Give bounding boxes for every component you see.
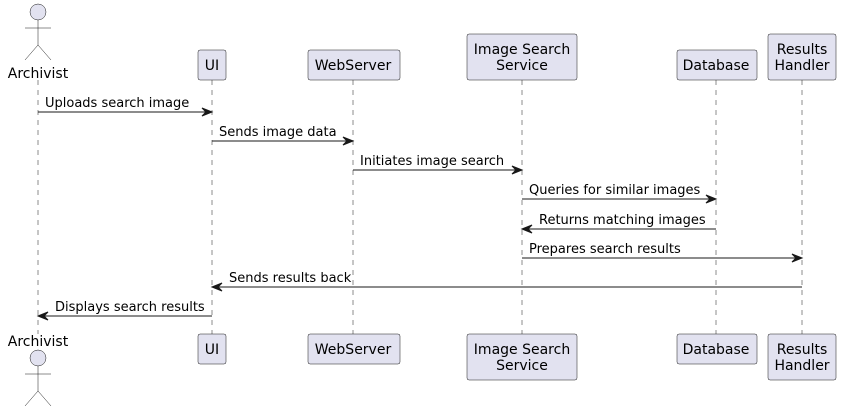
participant-label: WebServer bbox=[315, 58, 392, 74]
participant-label: Results bbox=[777, 342, 828, 358]
participant-label: Handler bbox=[774, 358, 829, 374]
message-initiates-image-search: Initiates image search bbox=[353, 154, 524, 175]
participant-label: Image Search bbox=[474, 342, 570, 358]
message-displays-search-results: Displays search results bbox=[36, 300, 212, 321]
participant-label: Handler bbox=[774, 58, 829, 74]
message-label: Queries for similar images bbox=[529, 183, 701, 198]
participant-box bbox=[197, 49, 227, 81]
message-sends-image-data: Sends image data bbox=[212, 125, 355, 146]
message-queries-for-similar-images: Queries for similar images bbox=[522, 183, 718, 204]
participant-ui-bottom: UI bbox=[197, 333, 227, 365]
participant-label: UI bbox=[205, 342, 219, 358]
arrowhead-icon bbox=[705, 194, 718, 204]
arrowhead-icon bbox=[520, 224, 533, 234]
message-label: Sends results back bbox=[229, 271, 352, 286]
message-sends-results-back: Sends results back bbox=[210, 271, 802, 292]
participant-box bbox=[466, 33, 578, 81]
participant-box bbox=[676, 49, 758, 81]
arrowhead-icon bbox=[210, 282, 223, 292]
participant-archivist-bottom: Archivist bbox=[8, 334, 69, 407]
participant-box bbox=[767, 333, 837, 381]
participant-label: Archivist bbox=[8, 66, 69, 82]
message-label: Initiates image search bbox=[360, 154, 504, 169]
message-label: Prepares search results bbox=[529, 242, 681, 257]
message-uploads-search-image: Uploads search image bbox=[38, 96, 214, 117]
participant-label: Database bbox=[683, 58, 750, 74]
participant-ui-top: UI bbox=[197, 49, 227, 81]
arrowhead-icon bbox=[511, 165, 524, 175]
arrowhead-icon bbox=[791, 253, 804, 263]
participant-box bbox=[307, 49, 401, 81]
participant-database-bottom: Database bbox=[676, 333, 758, 365]
arrowhead-icon bbox=[201, 107, 214, 117]
participant-box bbox=[197, 333, 227, 365]
participant-box bbox=[307, 333, 401, 365]
participant-label: UI bbox=[205, 58, 219, 74]
message-prepares-search-results: Prepares search results bbox=[522, 242, 804, 263]
participant-label: Database bbox=[683, 342, 750, 358]
message-label: Uploads search image bbox=[45, 96, 189, 111]
participant-box bbox=[676, 333, 758, 365]
participant-database-top: Database bbox=[676, 49, 758, 81]
message-returns-matching-images: Returns matching images bbox=[520, 213, 716, 234]
participant-archivist-top: Archivist bbox=[8, 3, 69, 82]
participant-label: Results bbox=[777, 42, 828, 58]
actor-icon bbox=[24, 3, 52, 61]
participant-label: Service bbox=[496, 58, 548, 74]
participant-label: Archivist bbox=[8, 334, 69, 350]
participant-box bbox=[466, 333, 578, 381]
actor-icon bbox=[24, 349, 52, 407]
arrowhead-icon bbox=[342, 136, 355, 146]
message-label: Displays search results bbox=[55, 300, 205, 315]
participant-webserver-bottom: WebServer bbox=[307, 333, 401, 365]
participant-label: Service bbox=[496, 358, 548, 374]
arrowhead-icon bbox=[36, 311, 49, 321]
message-label: Returns matching images bbox=[539, 213, 706, 228]
participant-label: Image Search bbox=[474, 42, 570, 58]
message-label: Sends image data bbox=[219, 125, 337, 140]
participant-webserver-top: WebServer bbox=[307, 49, 401, 81]
participant-label: WebServer bbox=[315, 342, 392, 358]
participant-box bbox=[767, 33, 837, 81]
